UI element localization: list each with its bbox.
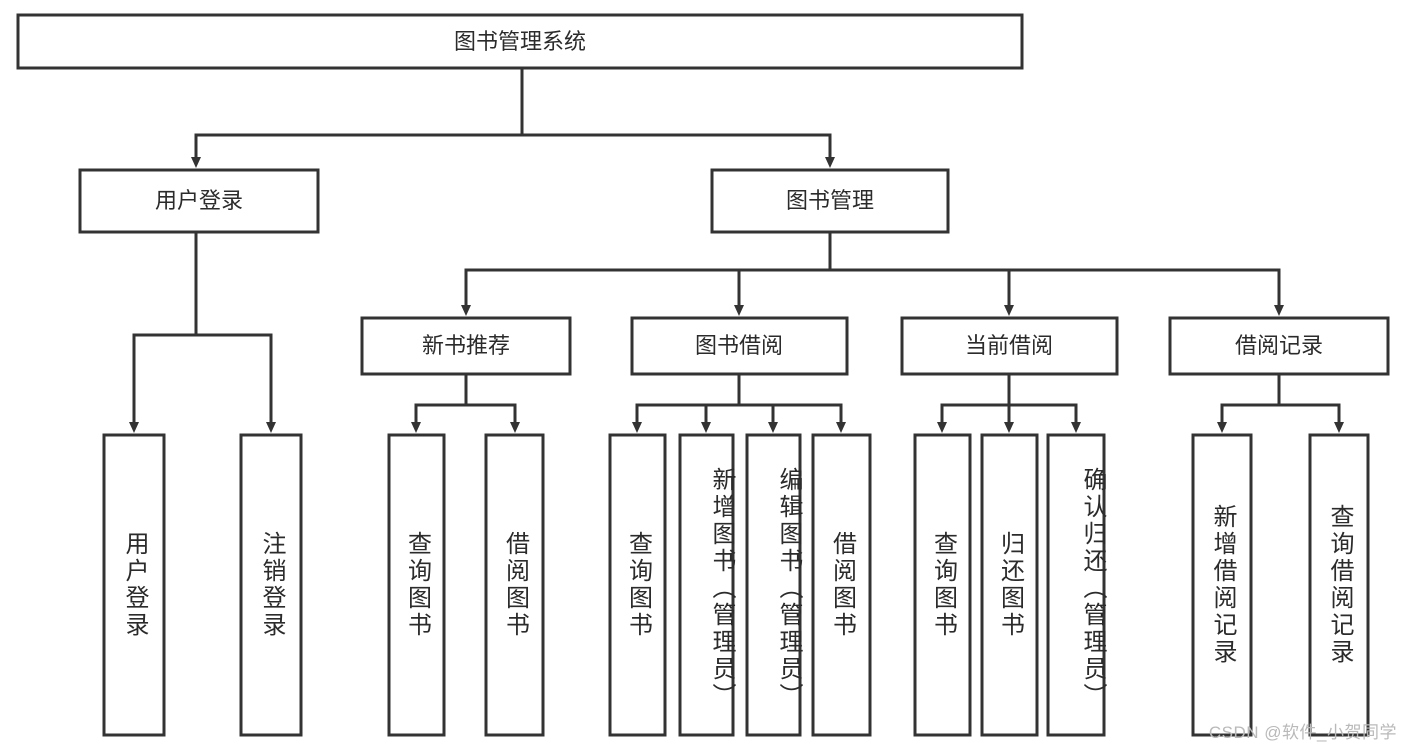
node-current-borrow[interactable]: 当前借阅 <box>900 316 1119 376</box>
node-leaf-query-book-3-box[interactable] <box>913 433 972 737</box>
node-book-management-label: 图书管理 <box>786 188 874 213</box>
leaf-boxes-group <box>102 433 1370 737</box>
node-leaf-user-login-box[interactable] <box>102 433 166 737</box>
node-user-login-label: 用户登录 <box>155 188 243 213</box>
node-new-book-recommend-box[interactable] <box>360 316 572 376</box>
node-book-management[interactable]: 图书管理 <box>710 168 950 234</box>
node-leaf-logout-box[interactable] <box>239 433 303 737</box>
node-root-box[interactable] <box>16 13 1024 70</box>
node-leaf-return-book-box[interactable] <box>980 433 1039 737</box>
node-leaf-add-book-box[interactable] <box>678 433 735 737</box>
node-user-login-box[interactable] <box>78 168 320 234</box>
node-root-label: 图书管理系统 <box>454 29 586 54</box>
node-leaf-edit-book-box[interactable] <box>745 433 802 737</box>
node-current-borrow-box[interactable] <box>900 316 1119 376</box>
node-current-borrow-label: 当前借阅 <box>965 333 1053 358</box>
node-borrow-record[interactable]: 借阅记录 <box>1168 316 1390 376</box>
node-book-borrow-box[interactable] <box>630 316 849 376</box>
node-borrow-record-box[interactable] <box>1168 316 1390 376</box>
node-leaf-query-book-2-box[interactable] <box>608 433 667 737</box>
node-leaf-borrow-book-2-box[interactable] <box>811 433 872 737</box>
node-borrow-record-label: 借阅记录 <box>1235 333 1323 358</box>
node-book-borrow-label: 图书借阅 <box>695 333 783 358</box>
node-leaf-add-record-box[interactable] <box>1191 433 1253 737</box>
node-leaf-borrow-book-1-box[interactable] <box>484 433 545 737</box>
node-new-book-recommend[interactable]: 新书推荐 <box>360 316 572 376</box>
node-root[interactable]: 图书管理系统 <box>16 13 1024 70</box>
node-new-book-recommend-label: 新书推荐 <box>422 333 510 358</box>
node-book-borrow[interactable]: 图书借阅 <box>630 316 849 376</box>
connector-group <box>129 66 1344 433</box>
node-leaf-confirm-return-box[interactable] <box>1046 433 1106 737</box>
node-book-management-box[interactable] <box>710 168 950 234</box>
node-user-login[interactable]: 用户登录 <box>78 168 320 234</box>
csdn-watermark: CSDN @软件_小贺同学 <box>1208 723 1397 742</box>
node-leaf-query-book-1-box[interactable] <box>387 433 446 737</box>
node-leaf-query-record-box[interactable] <box>1308 433 1370 737</box>
